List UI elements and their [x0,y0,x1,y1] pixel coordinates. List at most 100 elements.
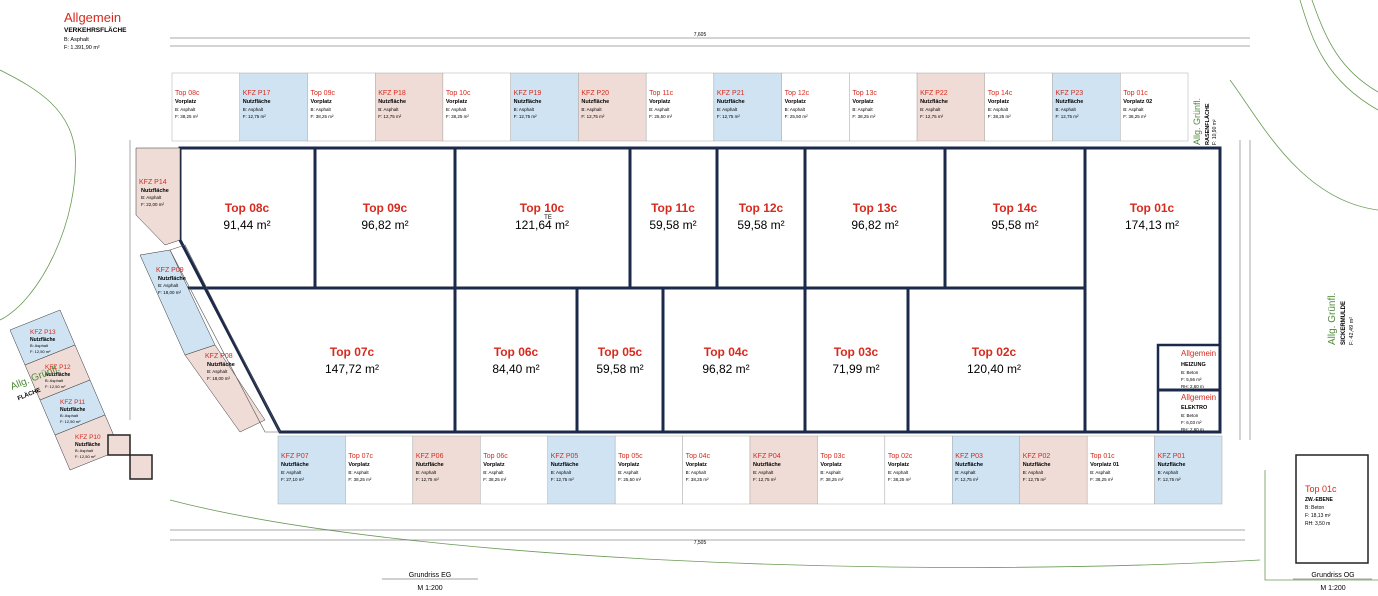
strip-top-type: Nutzfläche [717,99,745,105]
kfz-left-type: Nutzfläche [141,188,169,194]
strip-bottom-label: KFZ P07 [281,453,309,460]
kfz-stack-label: KFZ P12 [45,364,71,371]
header-title: Allgemein [64,10,121,25]
strip-top-mat: B: Asphalt [446,107,467,112]
og-name: Top 01c [1305,484,1337,494]
strip-top-area: F: 12,75 m² [378,114,402,119]
strip-top-mat: B: Asphalt [785,107,806,112]
strip-bottom-area: F: 25,50 m² [618,477,642,482]
unit-area: 96,82 m² [361,218,408,232]
strip-bottom-mat: B: Asphalt [1158,470,1179,475]
strip-bottom-label: Top 01c [1090,453,1115,460]
room-elektro-area: F: 6,03 m² [1181,420,1202,425]
strip-top-label: Top 10c [446,90,471,97]
strip-top-mat: B: Asphalt [378,107,399,112]
strip-bottom-label: KFZ P06 [416,453,444,460]
green-top-right-label: Allg. Grünfl. [1192,98,1202,145]
strip-bottom-label: Top 06c [483,453,508,460]
kfz-stack-mat: B: Asphalt [45,378,64,383]
strip-top-mat: B: Asphalt [1123,107,1144,112]
strip-bottom-type: Vorplatz [820,462,842,468]
strip-bottom-label: Top 07c [348,453,373,460]
strip-top-label: Top 08c [175,90,200,97]
strip-top-label: KFZ P22 [920,90,948,97]
strip-top-mat: B: Asphalt [852,107,873,112]
strip-bottom-area: F: 27,10 m² [281,477,305,482]
strip-top-area: F: 12,75 m² [1056,114,1080,119]
strip-top-type: Vorplatz 02 [1123,99,1152,105]
strip-top-label: KFZ P18 [378,90,406,97]
dimension-lines [129,37,1251,541]
strip-bottom-label: KFZ P05 [551,453,579,460]
unit-area: 59,58 m² [596,362,643,376]
strip-top-label: Top 12c [785,90,810,97]
strip-top-label: Top 14c [988,90,1013,97]
unit-name: Top 04c [704,345,749,359]
strip-top-label: KFZ P17 [243,90,271,97]
strip-bottom-mat: B: Asphalt [955,470,976,475]
kfz-stack-type: Nutzfläche [30,337,56,343]
green-top-right: Allg. Grünfl. RASENFLÄCHE F: 10,90 m² [1192,98,1218,145]
strip-bottom-mat: B: Asphalt [281,470,302,475]
strip-bottom-label: KFZ P02 [1023,453,1051,460]
caption-og-title: Grundriss OG [1311,572,1354,579]
green-right-area: F: 42,49 m² [1349,317,1355,345]
strip-top-type: Vorplatz [446,99,468,105]
strip-bottom-mat: B: Asphalt [753,470,774,475]
strip-bottom-area: F: 38,25 m² [483,477,507,482]
room-elektro-mat: B: Beton [1181,413,1199,418]
strip-top-type: Vorplatz [988,99,1010,105]
strip-bottom-type: Vorplatz [348,462,370,468]
strip-top-label: Top 01c [1123,90,1148,97]
strip-bottom-label: KFZ P03 [955,453,983,460]
strip-top-type: Nutzfläche [920,99,948,105]
top-total-dim: 7,605 [694,32,707,38]
strip-bottom-area: F: 12,75 m² [955,477,979,482]
unit-area: 147,72 m² [325,362,379,376]
strip-bottom-area: F: 38,25 m² [820,477,844,482]
unit-name: Top 08c [225,201,270,215]
unit-area: 96,82 m² [851,218,898,232]
kfz-left-area: F: 22,00 m² [141,202,165,207]
strip-bottom-type: Vorplatz [483,462,505,468]
strip-bottom-type: Nutzfläche [753,462,781,468]
kfz-left-area: F: 18,00 m² [158,290,182,295]
unit-name: Top 02c [972,345,1017,359]
strip-bottom-label: Top 03c [820,453,845,460]
green-right-label: Allg. Grünfl. [1327,293,1338,345]
strip-top-mat: B: Asphalt [514,107,535,112]
strip-top-mat: B: Asphalt [649,107,670,112]
strip-bottom-area: F: 38,25 m² [348,477,372,482]
strip-bottom-area: F: 12,75 m² [551,477,575,482]
strip-top-label: KFZ P19 [514,90,542,97]
unit-area: 59,58 m² [649,218,696,232]
strip-top-mat: B: Asphalt [310,107,331,112]
kfz-left-type: Nutzfläche [207,362,235,368]
strip-bottom-area: F: 12,75 m² [1158,477,1182,482]
strip-bottom-type: Nutzfläche [1023,462,1051,468]
kfz-stack-type: Nutzfläche [75,442,101,448]
strip-top-mat: B: Asphalt [581,107,602,112]
green-top-right-sub: RASENFLÄCHE [1204,103,1211,145]
strip-top-area: F: 38,25 m² [1123,114,1147,119]
room-heizung: Allgemein HEIZUNG B: Beton F: 5,56 m² RH… [1181,349,1216,389]
header-subtitle: VERKEHRSFLÄCHE [64,26,127,34]
strip-top-area: F: 38,25 m² [446,114,470,119]
strip-top-type: Nutzfläche [514,99,542,105]
kfz-stack-area: F: 12,50 m² [75,454,96,459]
landscape-lines [0,0,1378,581]
